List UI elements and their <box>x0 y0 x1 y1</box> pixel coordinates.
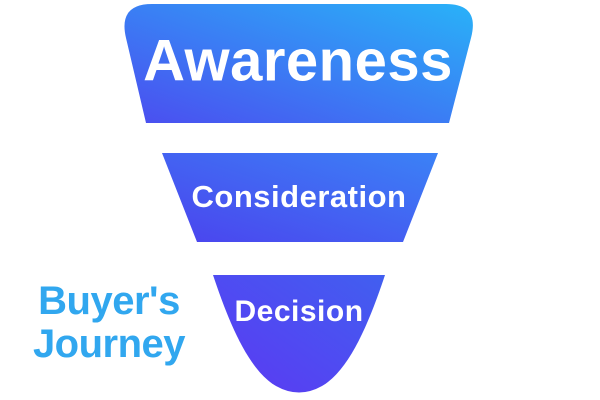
funnel-stage-awareness-label: Awareness <box>143 28 453 94</box>
funnel-stage-awareness-shape <box>124 4 473 123</box>
funnel-stage-consideration-label: Consideration <box>191 179 407 214</box>
funnel-stage-decision-label: Decision <box>234 295 364 328</box>
buyers-journey-title: Buyer's Journey <box>18 280 200 366</box>
buyers-journey-title-line2: Journey <box>32 322 186 366</box>
buyers-journey-title-line1: Buyer's <box>38 279 180 323</box>
funnel-stage-consideration-shape <box>162 153 438 242</box>
funnel-stage-decision-shape <box>213 275 385 393</box>
